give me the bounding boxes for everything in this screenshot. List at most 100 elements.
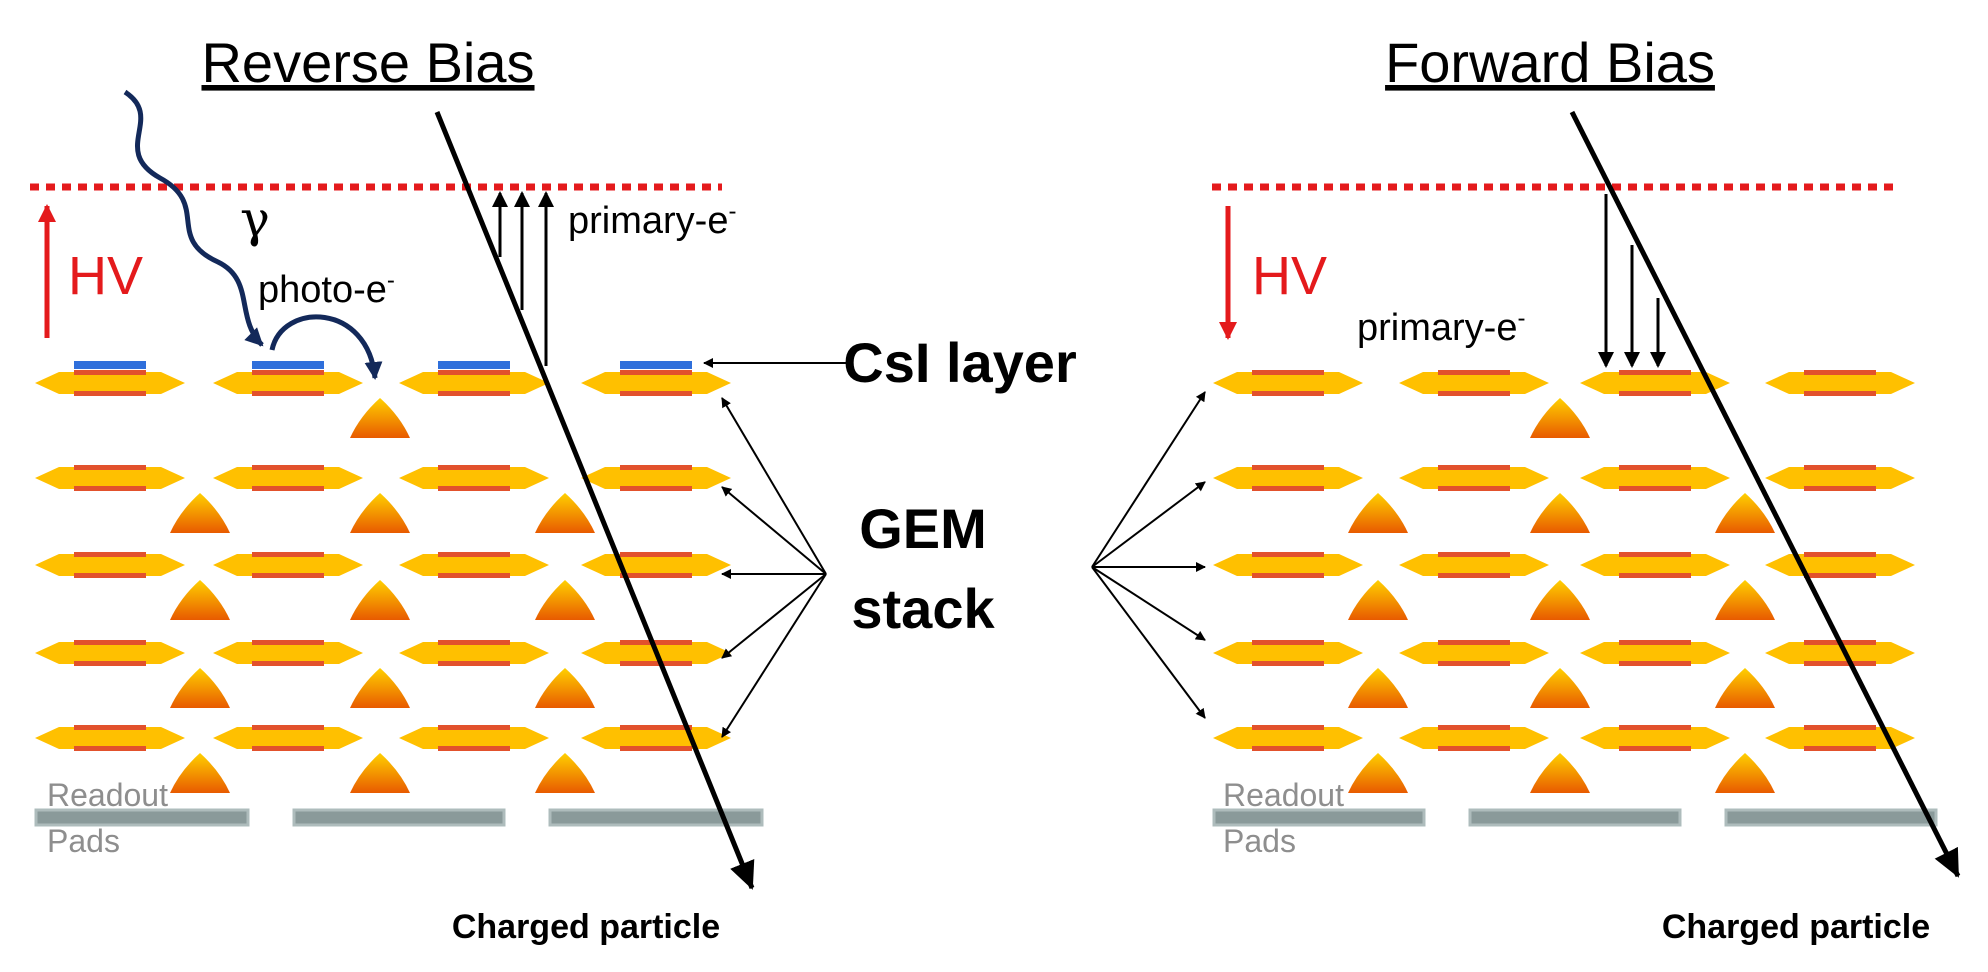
gem-foil [35, 372, 185, 394]
foil-electrode-top [620, 370, 692, 375]
electron-avalanche [535, 580, 595, 620]
primary-electron-label-left: primary-e- [568, 198, 736, 242]
foil-electrode-bottom [438, 391, 510, 396]
gem-foil [399, 642, 549, 664]
foil-electrode-top [1252, 465, 1324, 470]
readout-pad [292, 808, 506, 827]
pads-label-right: Pads [1223, 823, 1296, 859]
electron-avalanche [350, 580, 410, 620]
electron-avalanche [1530, 493, 1590, 533]
electron-avalanche [535, 493, 595, 533]
electron-avalanche [170, 753, 230, 793]
primary-electron-label-right: primary-e- [1357, 305, 1525, 349]
electron-avalanche [1715, 580, 1775, 620]
gem-foil [399, 727, 549, 749]
electron-avalanche [350, 398, 410, 438]
electron-avalanche [170, 493, 230, 533]
gem-foil [35, 642, 185, 664]
reverse-bias-panel: Reverse Bias HV Readout Pads γ photo-e- … [30, 31, 764, 946]
foil-electrode-top [74, 640, 146, 645]
foil-electrode-top [1804, 725, 1876, 730]
electron-avalanche [350, 753, 410, 793]
foil-electrode-bottom [620, 573, 692, 578]
csi-coating [252, 361, 324, 369]
photo-electron-arrow [269, 314, 383, 380]
gem-foil [1580, 727, 1730, 749]
foil-electrode-bottom [438, 746, 510, 751]
electron-avalanche [535, 668, 595, 708]
gem-foil [1765, 372, 1915, 394]
foil-electrode-top [74, 725, 146, 730]
gem-foil [581, 372, 731, 394]
foil-electrode-bottom [1438, 573, 1510, 578]
gem-foil [1213, 727, 1363, 749]
foil-electrode-top [1252, 552, 1324, 557]
gem-foil [399, 554, 549, 576]
charged-particle-track-right [1569, 110, 1961, 878]
gem-pointers-left [721, 397, 827, 738]
foil-electrode-bottom [438, 573, 510, 578]
foil-electrode-top [1619, 552, 1691, 557]
foil-electrode-bottom [620, 661, 692, 666]
csi-coating [620, 361, 692, 369]
foil-electrode-top [74, 370, 146, 375]
forward-bias-title: Forward Bias [1385, 31, 1715, 94]
foil-electrode-top [1619, 640, 1691, 645]
foil-electrode-top [1619, 725, 1691, 730]
readout-pad [548, 808, 764, 827]
readout-label-right: Readout [1223, 777, 1344, 813]
foil-electrode-bottom [1804, 661, 1876, 666]
foil-electrode-bottom [438, 661, 510, 666]
electron-avalanche [350, 493, 410, 533]
gem-foil [1580, 554, 1730, 576]
gem-foil [35, 467, 185, 489]
gem-foil [213, 372, 363, 394]
electron-avalanche [350, 668, 410, 708]
gem-stack-left [35, 361, 731, 793]
gem-foil [1399, 727, 1549, 749]
foil-electrode-bottom [1619, 746, 1691, 751]
gem-foil [213, 727, 363, 749]
electron-avalanche [1530, 668, 1590, 708]
readout-pad [1212, 808, 1426, 827]
gem-foil [1399, 372, 1549, 394]
foil-electrode-top [438, 552, 510, 557]
charged-particle-track-left [434, 111, 755, 890]
gem-foil [1765, 642, 1915, 664]
readout-pads-left [34, 808, 764, 827]
gem-foil [35, 554, 185, 576]
gem-foil [581, 467, 731, 489]
gem-foil [399, 467, 549, 489]
gem-label-line2: stack [851, 577, 995, 640]
foil-electrode-top [1619, 370, 1691, 375]
electron-avalanche [1715, 493, 1775, 533]
electron-avalanche [1348, 493, 1408, 533]
foil-electrode-bottom [1804, 391, 1876, 396]
foil-electrode-bottom [1619, 391, 1691, 396]
foil-electrode-top [74, 552, 146, 557]
foil-electrode-bottom [1619, 486, 1691, 491]
gem-foil [1580, 467, 1730, 489]
electron-avalanche [170, 668, 230, 708]
gem-foil [213, 554, 363, 576]
gamma-symbol: γ [240, 190, 270, 248]
photo-electron-label: photo-e- [258, 267, 395, 311]
electron-avalanche [1348, 753, 1408, 793]
foil-electrode-top [1438, 725, 1510, 730]
charged-particle-label-right: Charged particle [1662, 908, 1930, 946]
readout-pads-right [1212, 808, 1938, 827]
foil-electrode-top [1252, 370, 1324, 375]
foil-electrode-top [252, 465, 324, 470]
electron-avalanche [1530, 398, 1590, 438]
foil-electrode-bottom [620, 391, 692, 396]
hv-label-right: HV [1252, 246, 1327, 306]
foil-electrode-bottom [1804, 573, 1876, 578]
foil-electrode-bottom [620, 746, 692, 751]
foil-electrode-top [252, 640, 324, 645]
pads-label-left: Pads [47, 823, 120, 859]
foil-electrode-bottom [620, 486, 692, 491]
foil-electrode-bottom [1804, 486, 1876, 491]
foil-electrode-bottom [252, 573, 324, 578]
readout-pad [1724, 808, 1938, 827]
gem-foil [35, 727, 185, 749]
